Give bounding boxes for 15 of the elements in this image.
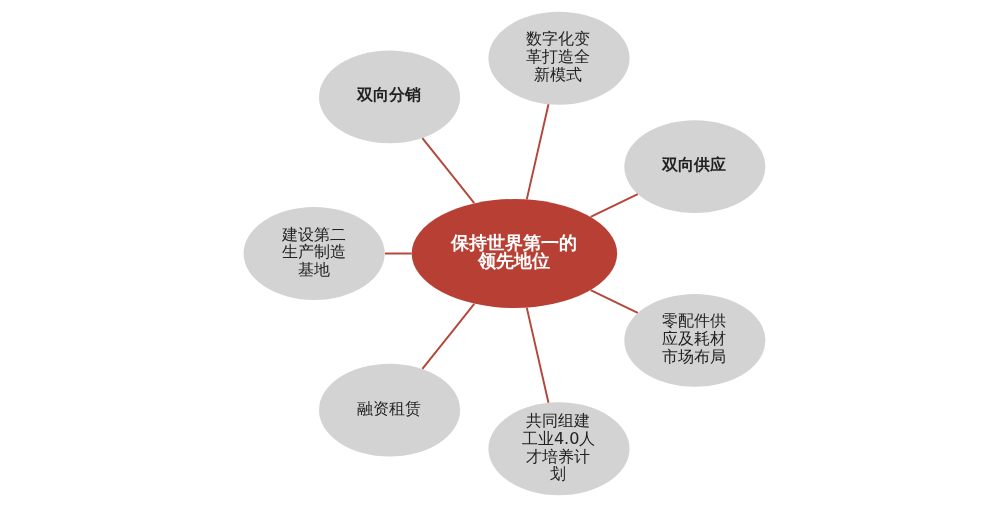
connector (589, 193, 639, 218)
node-ellipse: 共同组建工业4.0人才培养计划 (487, 402, 630, 496)
node-ellipse: 建设第二生产制造基地 (243, 207, 385, 300)
node-ellipse: 双向供应 (623, 120, 765, 214)
connector (589, 289, 639, 314)
connector (420, 137, 475, 205)
node-ellipse: 零配件供应及耗材市场布局 (623, 293, 765, 387)
connector (525, 306, 549, 404)
connector (420, 302, 475, 370)
connector (525, 103, 549, 201)
connector (383, 252, 413, 255)
node-ellipse: 数字化变革打造全新模式 (487, 11, 630, 105)
node-ellipse: 保持世界第一的领先地位 (411, 199, 617, 308)
node-ellipse: 双向分销 (318, 50, 460, 144)
node-ellipse: 融资租赁 (318, 363, 460, 457)
